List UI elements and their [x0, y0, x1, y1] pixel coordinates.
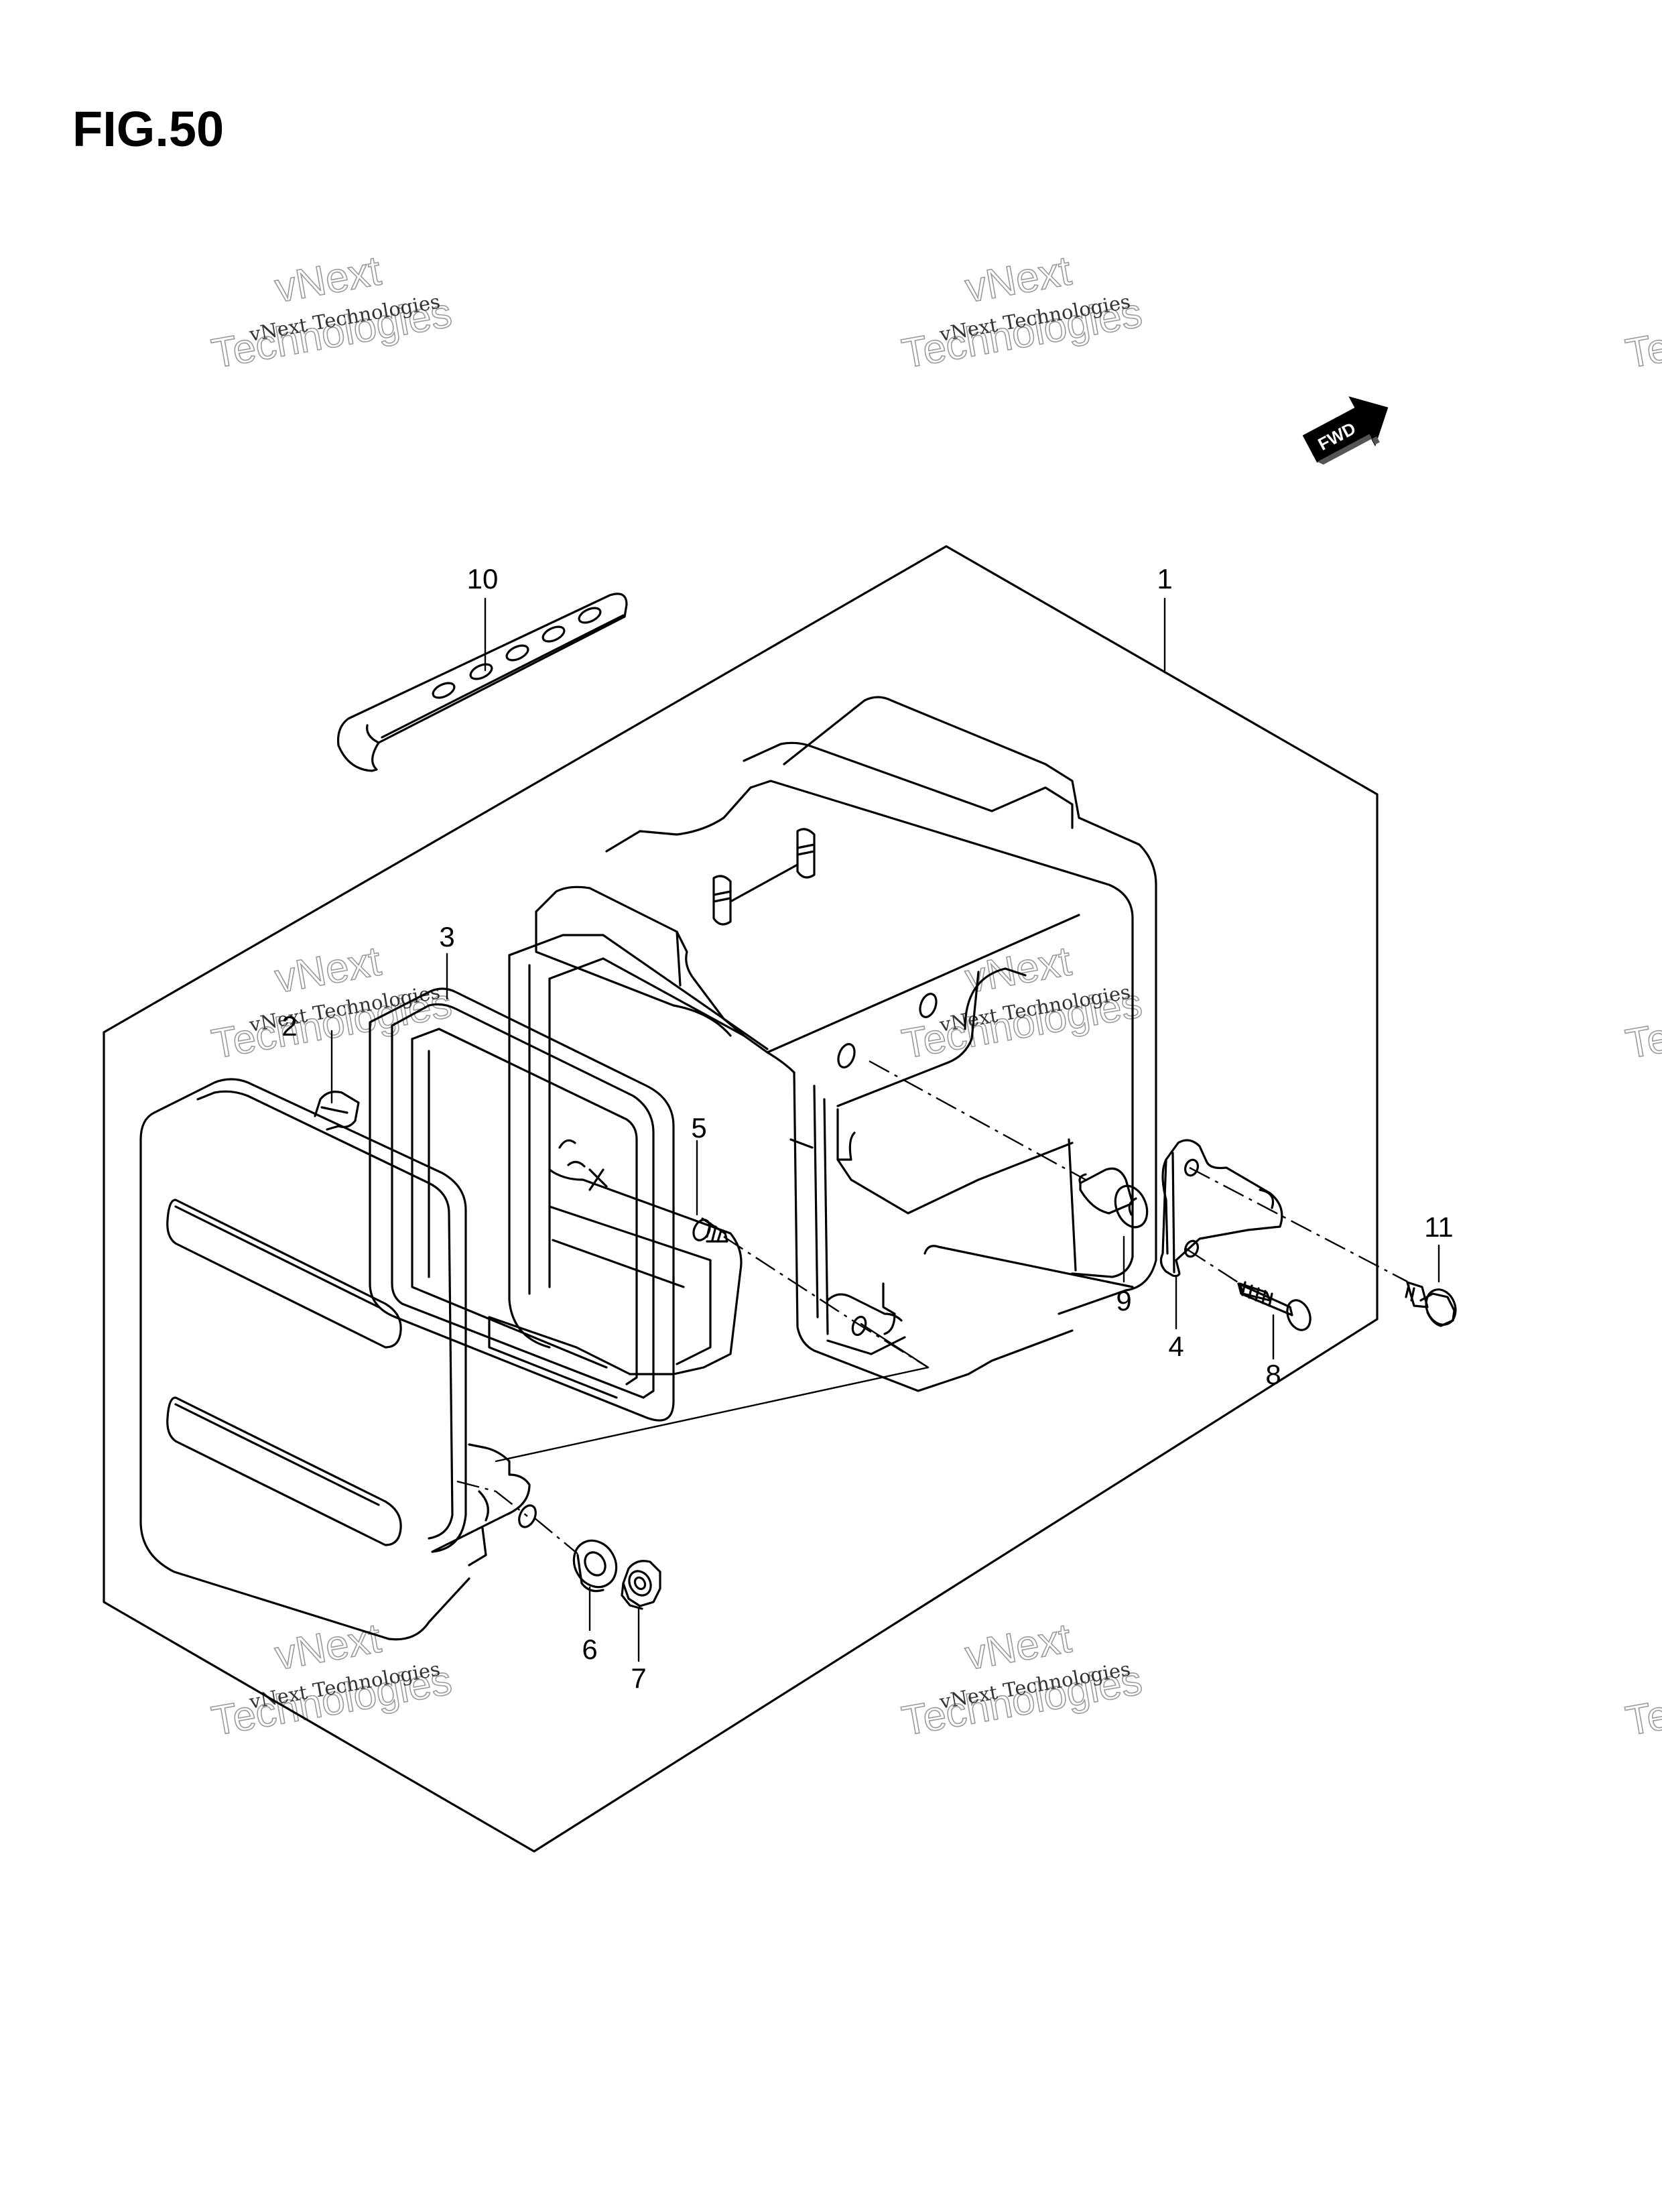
part-5-screw-stud — [692, 1217, 728, 1243]
callout-8: 8 — [1265, 1359, 1281, 1390]
callout-10: 10 — [467, 563, 499, 595]
watermark-technologies: Technologies — [1622, 1657, 1662, 1745]
part-8-bolt — [1237, 1281, 1312, 1331]
assembly-lines — [456, 1060, 1408, 1554]
figure-title: FIG.50 — [72, 101, 224, 157]
callout-3: 3 — [439, 921, 454, 953]
callout-2: 2 — [281, 1010, 297, 1042]
callout-6: 6 — [582, 1634, 597, 1665]
fwd-arrow-icon: FWD — [1302, 396, 1389, 465]
leader-lines — [330, 597, 1440, 1662]
part-10-bracket — [336, 593, 628, 772]
part-7-nut — [621, 1560, 661, 1610]
part-4-plate — [1159, 1139, 1283, 1278]
callout-5: 5 — [691, 1112, 706, 1144]
callout-1: 1 — [1157, 563, 1172, 595]
part-2-lens — [139, 1078, 537, 1641]
callout-7: 7 — [631, 1662, 646, 1694]
callouts: 1 2 3 4 5 6 7 8 9 10 11 — [281, 563, 1453, 1694]
part-11-bolt — [1405, 1281, 1457, 1327]
watermark-technologies: Technologies — [1622, 980, 1662, 1068]
watermark-technologies: Technologies — [1622, 290, 1662, 377]
part-3-gasket — [369, 987, 675, 1422]
callout-4: 4 — [1168, 1331, 1184, 1362]
part-9-grommet — [1078, 1167, 1149, 1229]
callout-11: 11 — [1424, 1211, 1454, 1243]
part-1-lamp-housing — [488, 696, 1157, 1399]
assembly-outline — [103, 545, 1379, 1853]
part-6-washer — [572, 1539, 618, 1593]
callout-9: 9 — [1116, 1285, 1131, 1316]
